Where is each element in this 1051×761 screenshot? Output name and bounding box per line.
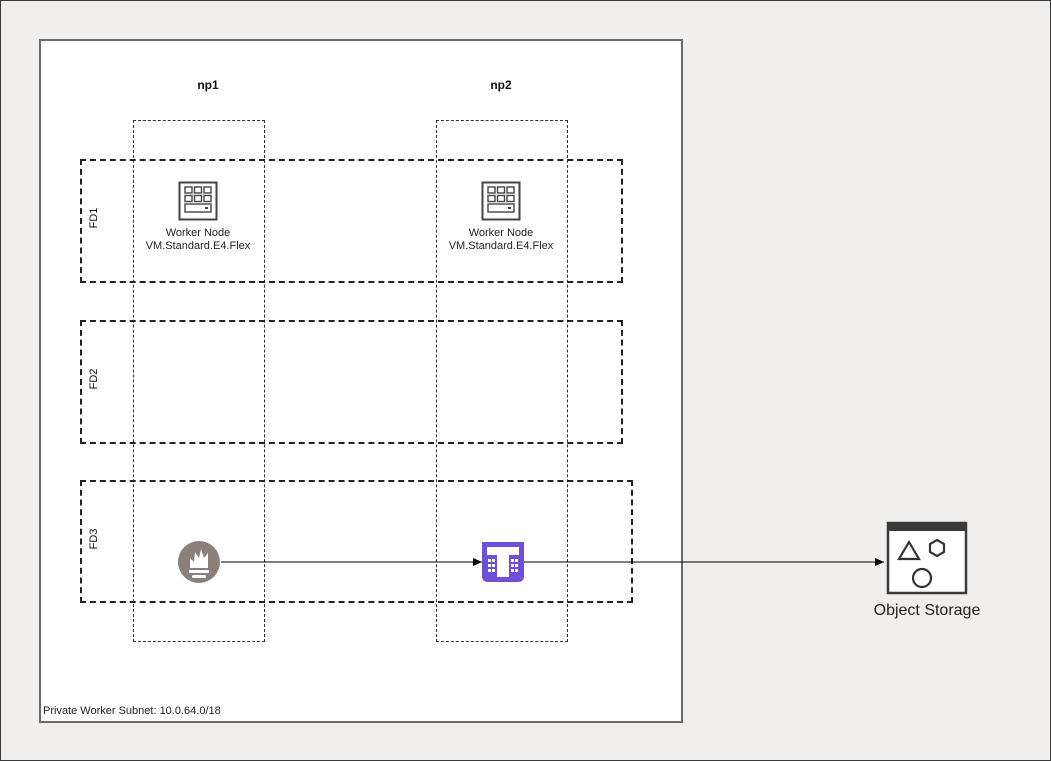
fault-domain-fd2 [80,320,623,444]
prometheus-icon [178,541,220,583]
worker-node-shape: VM.Standard.E4.Flex [145,240,251,252]
compute-vm-icon [481,181,521,221]
fault-domain-fd1 [80,159,623,283]
object-storage-label: Object Storage [873,602,981,619]
object-storage: Object Storage [862,520,992,620]
worker-node-np1-fd1: Worker Node VM.Standard.E4.Flex [128,181,268,253]
node-pool-np2 [436,120,568,642]
worker-node-name: Worker Node [468,227,534,239]
worker-node-shape: VM.Standard.E4.Flex [448,240,554,252]
compute-vm-icon [178,181,218,221]
worker-node-np2-fd1: Worker Node VM.Standard.E4.Flex [431,181,571,253]
node-pool-np1 [133,120,265,642]
node-pool-np1-title: np1 [197,78,219,92]
worker-node-name: Worker Node [165,227,231,239]
fault-domain-fd3 [80,480,633,603]
node-pool-np2-title: np2 [490,78,512,92]
object-storage-icon [886,521,968,595]
subnet-label: Private Worker Subnet: 10.0.64.0/18 [43,705,221,717]
private-worker-subnet [39,39,683,723]
thanos-icon [482,542,524,582]
